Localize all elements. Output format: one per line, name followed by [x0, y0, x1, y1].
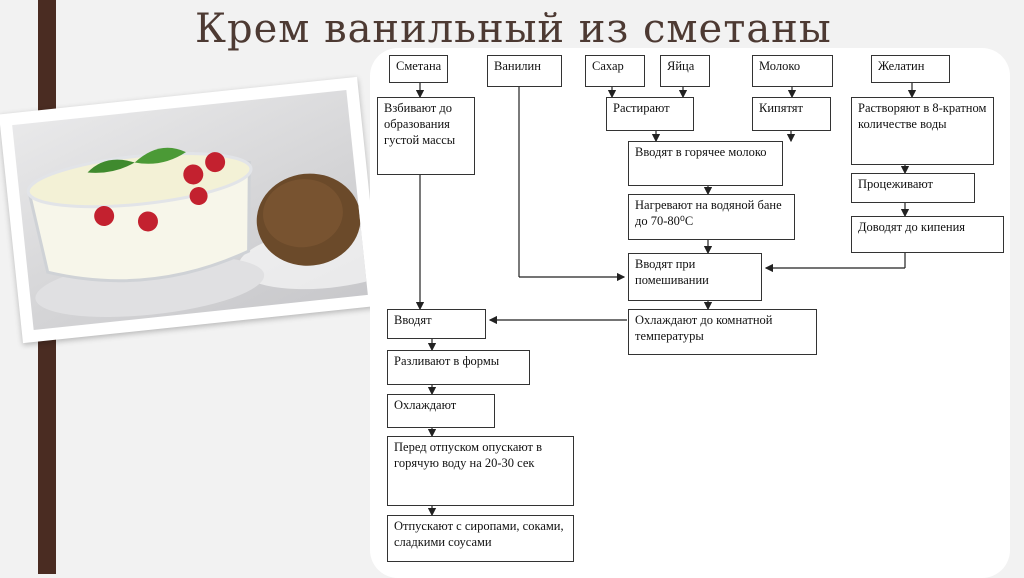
node-kipyatyat: Кипятят [752, 97, 831, 131]
node-zhelatin: Желатин [871, 55, 950, 83]
node-pered-otpuskom: Перед отпуском опускают в горячую воду н… [387, 436, 574, 506]
node-otpuskayut: Отпускают с сиропами, соками, сладкими с… [387, 515, 574, 562]
node-vvodyat-goryachee: Вводят в горячее молоко [628, 141, 783, 186]
node-vvodyat: Вводят [387, 309, 486, 339]
dessert-photo [0, 76, 382, 344]
node-nagrevayut: Нагревают на водяной бане до 70-80⁰С [628, 194, 795, 240]
node-vzbivayut: Взбивают до образования густой массы [377, 97, 475, 175]
node-vanilin: Ванилин [487, 55, 562, 87]
node-moloko: Молоко [752, 55, 833, 87]
node-okhlazhdayut: Охлаждают [387, 394, 495, 428]
node-smetana: Сметана [389, 55, 448, 83]
node-protsezhivayut: Процеживают [851, 173, 975, 203]
node-vvodyat-pri: Вводят при помешивании [628, 253, 762, 301]
slide-title: Крем ванильный из сметаны [195, 6, 832, 52]
node-rastirayut: Растирают [606, 97, 694, 131]
node-yaitsa: Яйца [660, 55, 710, 87]
node-razlivayut: Разливают в формы [387, 350, 530, 385]
node-rastvoryayut: Растворяют в 8-кратном количестве воды [851, 97, 994, 165]
node-dovodyat: Доводят до кипения [851, 216, 1004, 253]
dessert-illustration [26, 147, 368, 317]
node-sakhar: Сахар [585, 55, 645, 87]
node-okhlazhdayut-komnat: Охлаждают до комнатной температуры [628, 309, 817, 355]
